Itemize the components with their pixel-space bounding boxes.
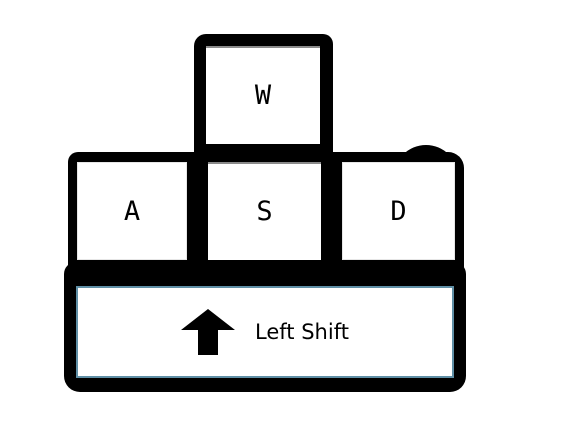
key-d: D	[342, 162, 455, 260]
key-w-label: W	[254, 79, 272, 111]
key-a: A	[77, 162, 187, 260]
key-s-label: S	[256, 195, 273, 227]
shift-key-content: Left Shift	[181, 309, 349, 355]
key-s: S	[208, 162, 321, 260]
key-a-label: A	[123, 195, 141, 227]
shift-key-label: Left Shift	[255, 320, 349, 344]
key-w: W	[206, 46, 320, 144]
arrow-up-icon	[181, 309, 236, 355]
key-d-label: D	[390, 195, 407, 227]
key-left-shift: Left Shift	[76, 286, 454, 378]
